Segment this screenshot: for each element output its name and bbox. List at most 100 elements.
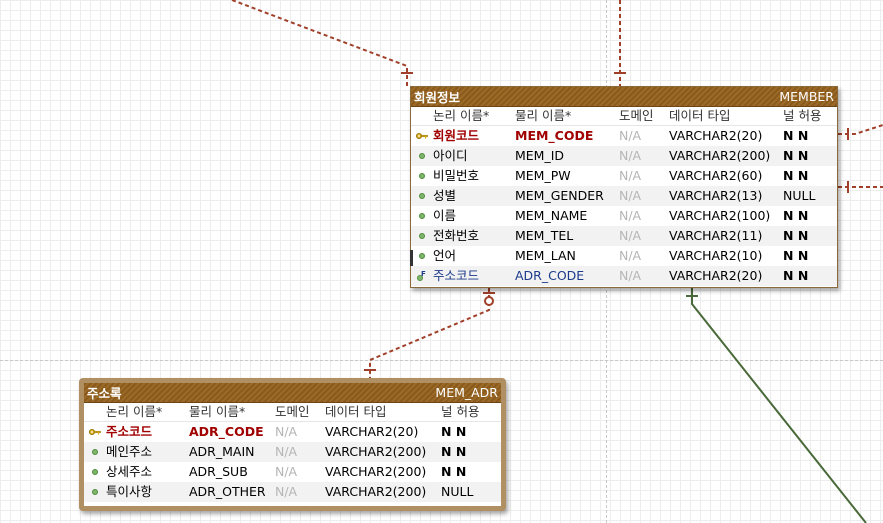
attribute-dot-icon [416, 166, 428, 186]
attribute-logical-name: 주소코드 [433, 268, 480, 283]
relationship-zero-marker [484, 296, 494, 306]
attribute-domain: N/A [275, 424, 298, 439]
header-domain: 도메인 [619, 108, 654, 123]
attribute-data-type: VARCHAR2(200) [669, 148, 771, 163]
attribute-logical-name: 주소코드 [106, 424, 153, 439]
attribute-dot-icon [89, 482, 101, 502]
column-header-row: 논리 이름* 물리 이름* 도메인 데이터 타입 널 허용 [411, 107, 837, 126]
attribute-physical-name: ADR_OTHER [189, 484, 266, 499]
entity-title-bar[interactable]: 회원정보 MEMBER [411, 87, 837, 107]
attribute-data-type: VARCHAR2(10) [669, 248, 763, 263]
header-domain: 도메인 [275, 404, 310, 419]
header-physical-name: 물리 이름* [189, 404, 246, 419]
fk-icon: F [416, 266, 428, 286]
attribute-physical-name: MEM_TEL [515, 228, 574, 243]
attribute-domain: N/A [619, 128, 642, 143]
attribute-domain: N/A [275, 484, 298, 499]
attribute-physical-name: MEM_CODE [515, 128, 594, 143]
attribute-physical-name: MEM_LAN [515, 248, 576, 263]
attribute-nullable: N N [783, 128, 809, 143]
attribute-logical-name: 비밀번호 [433, 168, 480, 183]
attribute-row[interactable]: 상세주소 ADR_SUB N/A VARCHAR2(200) N N [84, 462, 501, 482]
entity-physical-name: MEMBER [779, 89, 834, 104]
attribute-dot-icon [416, 146, 428, 166]
attribute-logical-name: 아이디 [433, 148, 468, 163]
entity-title-bar[interactable]: 주소록 MEM_ADR [84, 383, 501, 403]
attribute-nullable: N N [441, 444, 467, 459]
key-icon [89, 422, 101, 442]
attribute-data-type: VARCHAR2(200) [325, 484, 427, 499]
header-logical-name: 논리 이름* [106, 404, 163, 419]
attribute-nullable: N N [441, 464, 467, 479]
attribute-dot-icon [89, 442, 101, 462]
entity-logical-name: 회원정보 [414, 90, 461, 105]
attribute-domain: N/A [619, 188, 642, 203]
attribute-logical-name: 언어 [433, 248, 457, 263]
attribute-dot-icon [416, 186, 428, 206]
entity-physical-name: MEM_ADR [435, 385, 498, 400]
relationship-line-right-1 [838, 124, 883, 135]
header-physical-name: 물리 이름* [515, 108, 572, 123]
entity-address[interactable]: 주소록 MEM_ADR 논리 이름* 물리 이름* 도메인 데이터 타입 널 허… [79, 378, 506, 511]
attribute-logical-name: 성별 [433, 188, 457, 203]
column-header-row: 논리 이름* 물리 이름* 도메인 데이터 타입 널 허용 [84, 403, 501, 422]
entity-member[interactable]: 회원정보 MEMBER 논리 이름* 물리 이름* 도메인 데이터 타입 널 허… [410, 86, 838, 288]
svg-text:F: F [421, 270, 426, 278]
attribute-data-type: VARCHAR2(13) [669, 188, 763, 203]
attribute-row[interactable]: 회원코드 MEM_CODE N/A VARCHAR2(20) N N [411, 126, 837, 146]
header-nullable: 널 허용 [783, 108, 822, 123]
attribute-logical-name: 상세주소 [106, 464, 153, 479]
attribute-nullable: N N [783, 208, 809, 223]
attribute-physical-name: ADR_CODE [515, 268, 585, 283]
attribute-logical-name: 특이사항 [106, 484, 153, 499]
relationship-line-topleft [231, 0, 408, 86]
attribute-physical-name: ADR_MAIN [189, 444, 255, 459]
attribute-nullable: N N [783, 268, 809, 283]
attribute-physical-name: MEM_NAME [515, 208, 588, 223]
attribute-logical-name: 회원코드 [433, 128, 480, 143]
attribute-nullable: N N [783, 228, 809, 243]
header-logical-name: 논리 이름* [433, 108, 490, 123]
header-data-type: 데이터 타입 [325, 404, 387, 419]
attribute-data-type: VARCHAR2(200) [325, 464, 427, 479]
attribute-nullable: N N [783, 148, 809, 163]
attribute-logical-name: 전화번호 [433, 228, 480, 243]
attribute-nullable: N N [441, 424, 467, 439]
attribute-domain: N/A [275, 444, 298, 459]
attribute-domain: N/A [619, 228, 642, 243]
attribute-physical-name: ADR_SUB [189, 464, 248, 479]
entity-logical-name: 주소록 [87, 386, 122, 401]
attribute-physical-name: MEM_GENDER [515, 188, 604, 203]
selection-indicator [410, 250, 413, 266]
attribute-domain: N/A [619, 248, 642, 263]
attribute-nullable: NULL [783, 188, 816, 203]
attribute-dot-icon [416, 246, 428, 266]
relationship-line-non-identifying [691, 288, 867, 523]
page-guide-horizontal [0, 360, 883, 361]
attribute-domain: N/A [619, 208, 642, 223]
attribute-dot-icon [416, 226, 428, 246]
key-icon [416, 126, 428, 146]
attribute-logical-name: 메인주소 [106, 444, 153, 459]
attribute-physical-name: ADR_CODE [189, 424, 264, 439]
attribute-logical-name: 이름 [433, 208, 457, 223]
relationship-line-member-address [369, 288, 490, 378]
attribute-data-type: VARCHAR2(20) [669, 128, 763, 143]
attribute-row[interactable]: 성별 MEM_GENDER N/A VARCHAR2(13) NULL [411, 186, 837, 206]
attribute-data-type: VARCHAR2(60) [669, 168, 763, 183]
header-data-type: 데이터 타입 [669, 108, 731, 123]
attribute-domain: N/A [275, 464, 298, 479]
